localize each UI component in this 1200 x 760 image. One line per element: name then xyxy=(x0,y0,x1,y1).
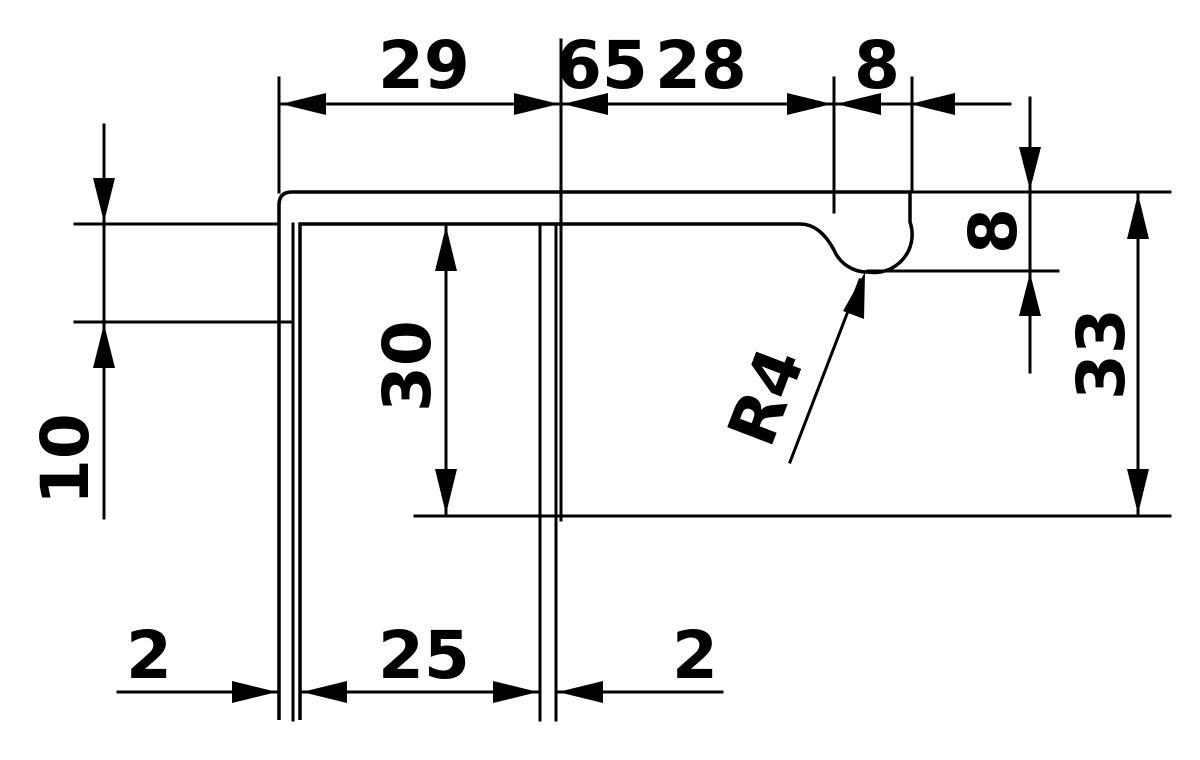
arrow-33-bottom xyxy=(1127,469,1149,514)
profile-outline xyxy=(277,190,914,722)
arrow-25-left xyxy=(302,681,347,703)
arrow-8-left xyxy=(836,93,881,115)
dim-label-29: 29 xyxy=(378,27,470,104)
arrow-2left-right xyxy=(232,681,277,703)
dim-label-8-top: 8 xyxy=(854,27,900,104)
arrow-28-left xyxy=(563,93,608,115)
arrow-8-right-in xyxy=(910,93,955,115)
dimension-labels: 29 65 28 8 8 33 30 10 R4 2 25 2 xyxy=(27,27,1140,694)
arrow-30-top xyxy=(435,226,457,271)
arrow-right8-bottom xyxy=(1019,273,1041,316)
arrow-right8-top xyxy=(1019,147,1041,190)
dim-label-30: 30 xyxy=(369,320,446,412)
dim-label-2-left: 2 xyxy=(126,617,172,694)
arrow-33-top xyxy=(1127,194,1149,239)
dim-label-2-right: 2 xyxy=(672,617,718,694)
arrow-10-top xyxy=(93,178,115,222)
dim-label-r4: R4 xyxy=(713,338,820,456)
arrow-10-bottom xyxy=(93,324,115,368)
dim-label-8-right: 8 xyxy=(955,208,1032,254)
extension-lines xyxy=(73,38,1172,694)
dim-label-33: 33 xyxy=(1063,308,1140,400)
dim-label-28: 28 xyxy=(655,27,747,104)
arrow-29-right xyxy=(514,93,559,115)
arrow-2right-left xyxy=(558,681,603,703)
arrow-30-bottom xyxy=(435,469,457,514)
arrow-r4 xyxy=(843,272,865,319)
dimension-lines xyxy=(93,93,1149,703)
dim-label-65: 65 xyxy=(556,27,648,104)
dim-label-25: 25 xyxy=(378,617,470,694)
arrow-28-right xyxy=(787,93,832,115)
top-flange-outer-edge xyxy=(277,190,914,720)
dim-label-10: 10 xyxy=(27,413,104,505)
arrow-25-right xyxy=(493,681,538,703)
arrow-29-left xyxy=(281,93,326,115)
